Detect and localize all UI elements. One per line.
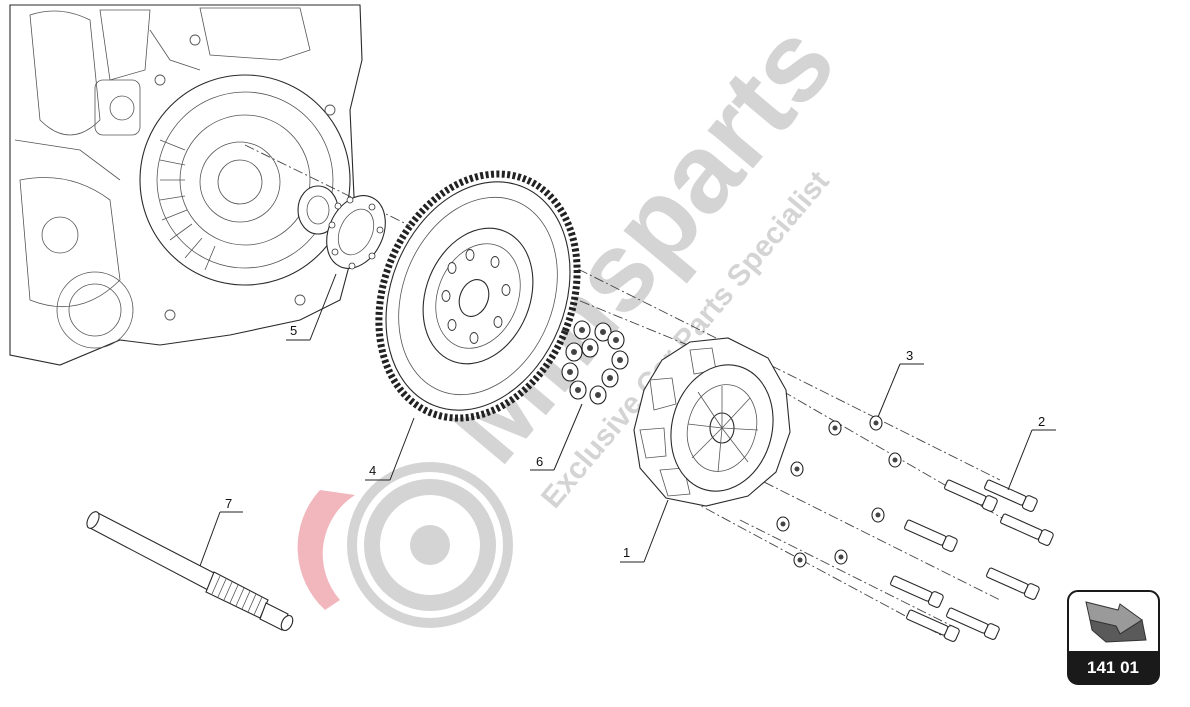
section-badge: 141 01	[1067, 590, 1160, 685]
callout-number: 2	[1038, 414, 1045, 429]
bolt	[984, 479, 1038, 512]
flywheel-bolts	[561, 320, 629, 405]
callout-1: 1	[620, 499, 669, 563]
washers	[776, 415, 902, 568]
callout-4: 4	[365, 417, 415, 481]
callout-number: 1	[623, 545, 630, 560]
bolt	[890, 575, 944, 608]
callout-number: 5	[290, 323, 297, 338]
callout-7: 7	[199, 496, 243, 567]
bolt	[946, 607, 1000, 640]
bolt	[906, 609, 960, 642]
engine-block	[9, 4, 363, 366]
bolt	[944, 479, 998, 512]
spacer-plate	[326, 195, 386, 270]
flywheel	[375, 170, 581, 422]
callout-number: 6	[536, 454, 543, 469]
bolt	[1000, 513, 1054, 546]
bolt	[986, 567, 1040, 600]
callout-5: 5	[286, 273, 337, 341]
bolts	[890, 479, 1054, 642]
callout-number: 4	[369, 463, 376, 478]
arrow-icon	[1085, 601, 1147, 643]
clutch-assembly	[633, 337, 791, 507]
callout-3: 3	[877, 348, 924, 418]
callout-number: 3	[906, 348, 913, 363]
input-shaft	[86, 511, 294, 632]
bolt	[904, 519, 958, 552]
callout-2: 2	[1007, 414, 1056, 491]
section-code: 141 01	[1087, 658, 1139, 677]
callout-number: 7	[225, 496, 232, 511]
watermark-logo	[297, 462, 513, 628]
callout-6: 6	[530, 403, 583, 471]
